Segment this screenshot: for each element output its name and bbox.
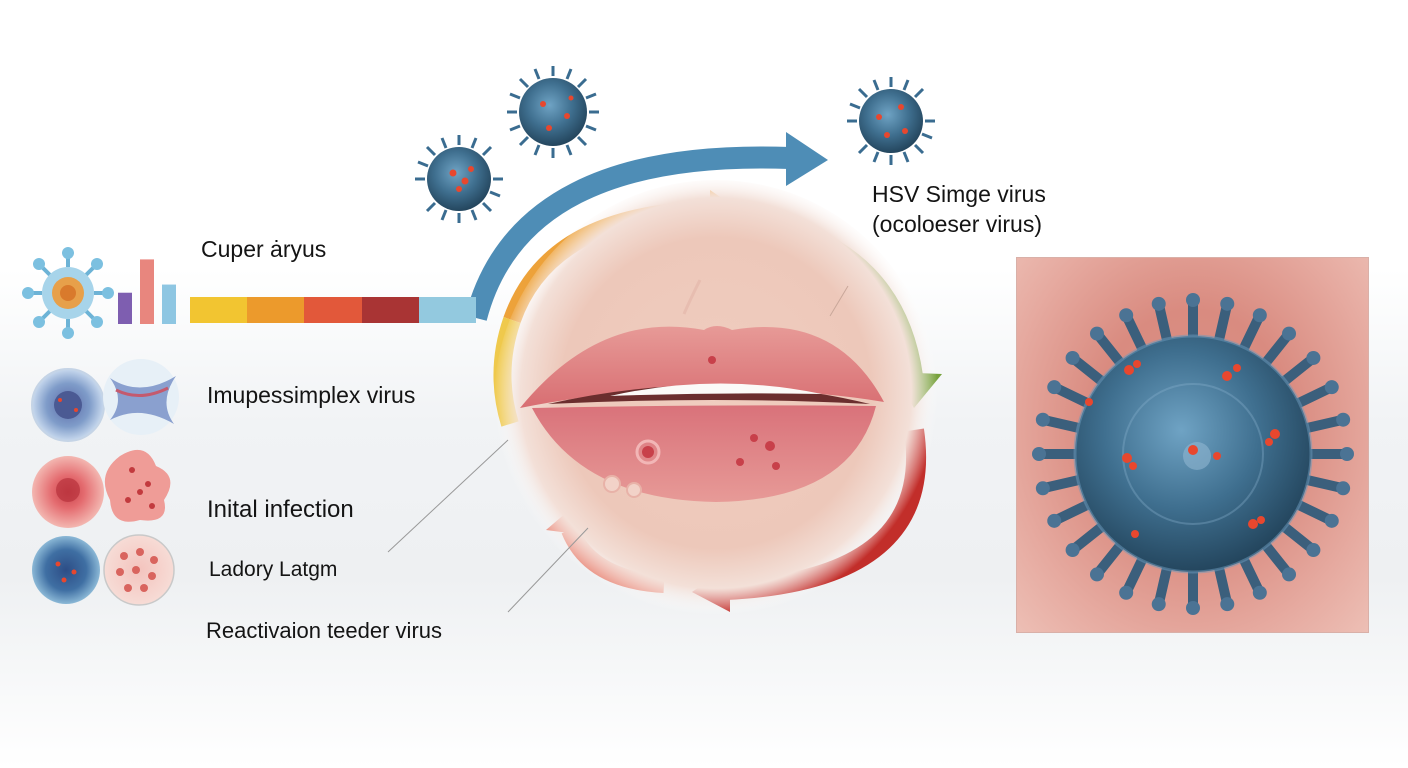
virus-icon <box>22 247 114 339</box>
virus-closeup-art <box>1032 293 1354 615</box>
leader-line <box>507 527 589 613</box>
lips-image <box>494 180 938 624</box>
label-cuper: Cuper ȧryus <box>201 236 327 262</box>
strip-segment-5 <box>418 297 477 323</box>
cell-icon <box>31 368 105 442</box>
label-ladory-latgm: Ladory Latgm <box>209 558 338 581</box>
virus-closeup-image <box>1016 257 1369 633</box>
tissue-icon <box>104 449 171 522</box>
virus-icon <box>415 135 503 223</box>
strip-segment-3 <box>304 297 362 323</box>
cell-icon <box>103 534 175 606</box>
label-initial-infection: Inital infection <box>207 496 354 523</box>
cell-icon <box>32 536 100 604</box>
label-reactivation: Reactivaion teeder virus <box>206 618 443 643</box>
strip-segment-2 <box>247 297 305 323</box>
virus-icon <box>507 66 599 158</box>
tissue-icon <box>103 359 179 435</box>
arrow-blue <box>465 132 828 321</box>
strip-segment-1 <box>190 297 248 323</box>
cell-icon <box>32 456 104 528</box>
bar-chart-icon <box>118 259 176 324</box>
label-hsv-line1: HSV Simge virus <box>872 181 1046 207</box>
mini-bar-1 <box>118 292 132 324</box>
strip-segment-4 <box>361 297 419 323</box>
mini-bar-2 <box>140 259 154 324</box>
leader-line <box>387 439 509 553</box>
mini-bar-3 <box>162 284 176 324</box>
stage-color-strip <box>190 297 477 323</box>
label-hsv-line2: (ocoloeser virus) <box>872 211 1042 237</box>
virus-icon <box>847 77 935 165</box>
label-imupessimplex: Imupessimplex virus <box>207 382 416 408</box>
